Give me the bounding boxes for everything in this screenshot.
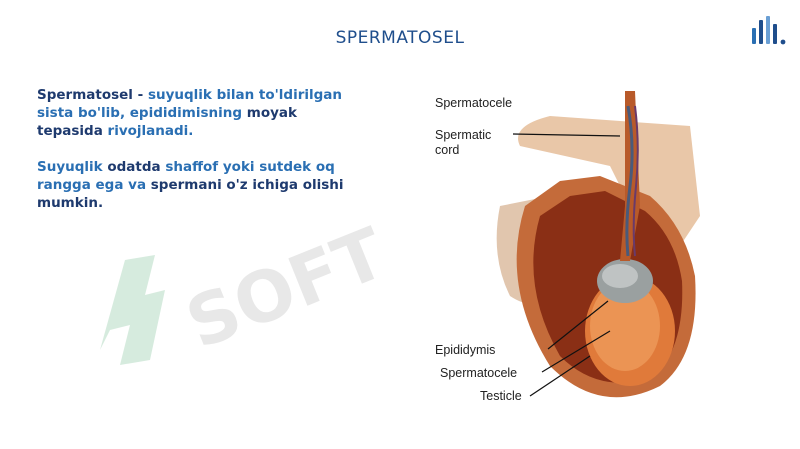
p1-part-a: Spermatosel -: [37, 87, 148, 103]
bar-chart-logo-icon: [752, 16, 786, 45]
p1-part-b: suyuqlik bilan to'ldirilgan sista bo'lib…: [37, 87, 343, 121]
label-spermatocele-top: Spermatocele: [435, 96, 513, 110]
scrotum-diagram: [496, 91, 700, 398]
p1-part-c: moyak tepasida: [37, 105, 297, 139]
slide-title: SPERMATOSEL: [335, 28, 465, 48]
paragraph-2: Suyuqlik odatda shaffof yoki sutdek oq r…: [37, 158, 357, 212]
label-spermatocele-bottom: Spermatocele: [440, 366, 518, 380]
paragraph-1: Spermatosel - suyuqlik bilan to'ldirilga…: [37, 86, 357, 140]
p2-part-c: shaffof yoki sutdek oq rangga ega va: [37, 159, 335, 193]
p2-part-b: odatda: [107, 159, 166, 175]
p2-part-a: Suyuqlik: [37, 159, 108, 175]
label-spermatic-cord-line1: Spermatic: [435, 128, 492, 142]
content-text: Spermatosel - suyuqlik bilan to'ldirilga…: [37, 86, 357, 230]
p1-part-d: rivojlanadi.: [107, 123, 194, 139]
label-epididymis: Epididymis: [435, 343, 496, 357]
p2-part-d: spermani o'z ichiga olishi mumkin.: [37, 177, 344, 211]
watermark-text: SOFT: [175, 212, 396, 365]
label-spermatic-cord-line2: cord: [435, 143, 460, 157]
label-testicle: Testicle: [480, 389, 522, 403]
anatomy-illustration: Spermatocele Spermatic cord Epididymis S…: [430, 86, 710, 416]
